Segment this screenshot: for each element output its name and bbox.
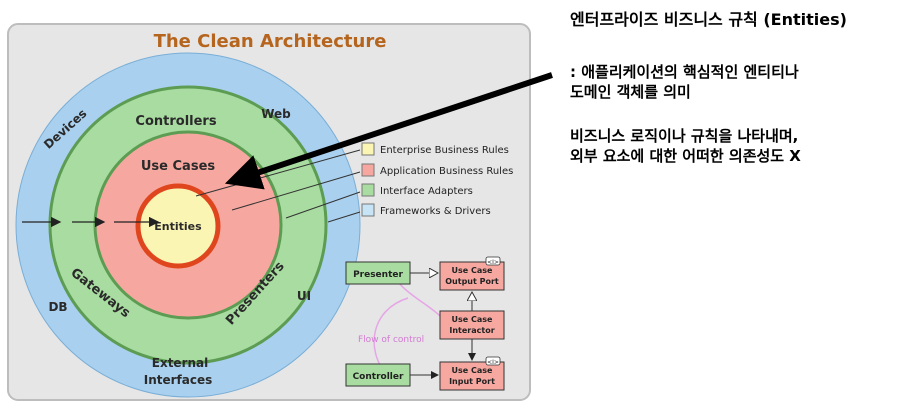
flow-of-control-curve xyxy=(397,281,441,317)
entities-note-description-line: : 애플리케이션의 핵심적인 엔티티나 xyxy=(570,63,799,81)
interface-tag-label: <I> xyxy=(487,359,499,366)
legend-label: Interface Adapters xyxy=(380,186,473,197)
layer-label-use-cases: Use Cases xyxy=(141,159,216,174)
input-port-label-line2: Input Port xyxy=(449,377,495,386)
diagram-title: The Clean Architecture xyxy=(154,31,387,52)
layer-label-interfaces: Interfaces xyxy=(144,373,213,387)
legend-swatch-enterprise xyxy=(361,142,375,156)
legend-swatch-application xyxy=(361,163,375,177)
interface-tag xyxy=(485,256,501,266)
entities-note-description: : 애플리케이션의 핵심적인 엔티티나 도메인 객체를 의미 xyxy=(570,62,799,102)
legend-label: Enterprise Business Rules xyxy=(380,145,509,156)
entities-core xyxy=(135,183,221,269)
interface-tag xyxy=(485,356,501,366)
layer-label-web: Web xyxy=(261,107,291,121)
input-port-label-line1: Use Case xyxy=(452,366,494,375)
legend-swatch-adapters xyxy=(361,183,375,197)
interactor-label-line1: Use Case xyxy=(452,315,494,324)
entities-note-rule-line: 외부 요소에 대한 어떠한 의존성도 X xyxy=(570,147,801,165)
entities-note-rule-line: 비즈니스 로직이나 규칙을 나타내며, xyxy=(570,127,799,145)
presenter-label: Presenter xyxy=(353,270,403,280)
legend-leader xyxy=(327,211,361,223)
controller-label: Controller xyxy=(353,372,404,382)
entities-note-rule: 비즈니스 로직이나 규칙을 나타내며, 외부 요소에 대한 어떠한 의존성도 X xyxy=(570,126,801,166)
input-port-box xyxy=(439,361,505,391)
entities-pointer-arrow xyxy=(224,72,553,190)
legend-label: Frameworks & Drivers xyxy=(380,206,491,217)
interactor-box xyxy=(439,310,505,340)
legend-leader xyxy=(285,191,361,219)
layer-label-db: DB xyxy=(48,300,67,314)
output-port-label-line2: Output Port xyxy=(445,277,499,286)
legend-swatch-frameworks xyxy=(361,203,375,217)
output-port-box xyxy=(439,261,505,291)
layer-label-entities: Entities xyxy=(154,220,202,233)
layer-label-external: External xyxy=(152,356,208,370)
interactor-label-line2: Interactor xyxy=(449,326,494,335)
entities-note-description-line: 도메인 객체를 의미 xyxy=(570,83,691,101)
entities-note-title: 엔터프라이즈 비즈니스 규칙 (Entities) xyxy=(570,10,847,29)
layer-label-ui: UI xyxy=(297,289,311,303)
legend-leader xyxy=(195,149,361,197)
flow-of-control-label: Flow of control xyxy=(358,335,424,345)
interface-tag-label: <I> xyxy=(487,259,499,266)
legend-label: Application Business Rules xyxy=(380,166,513,177)
layer-label-controllers: Controllers xyxy=(135,114,216,129)
output-port-label-line1: Use Case xyxy=(452,266,494,275)
legend-leader xyxy=(231,171,361,211)
